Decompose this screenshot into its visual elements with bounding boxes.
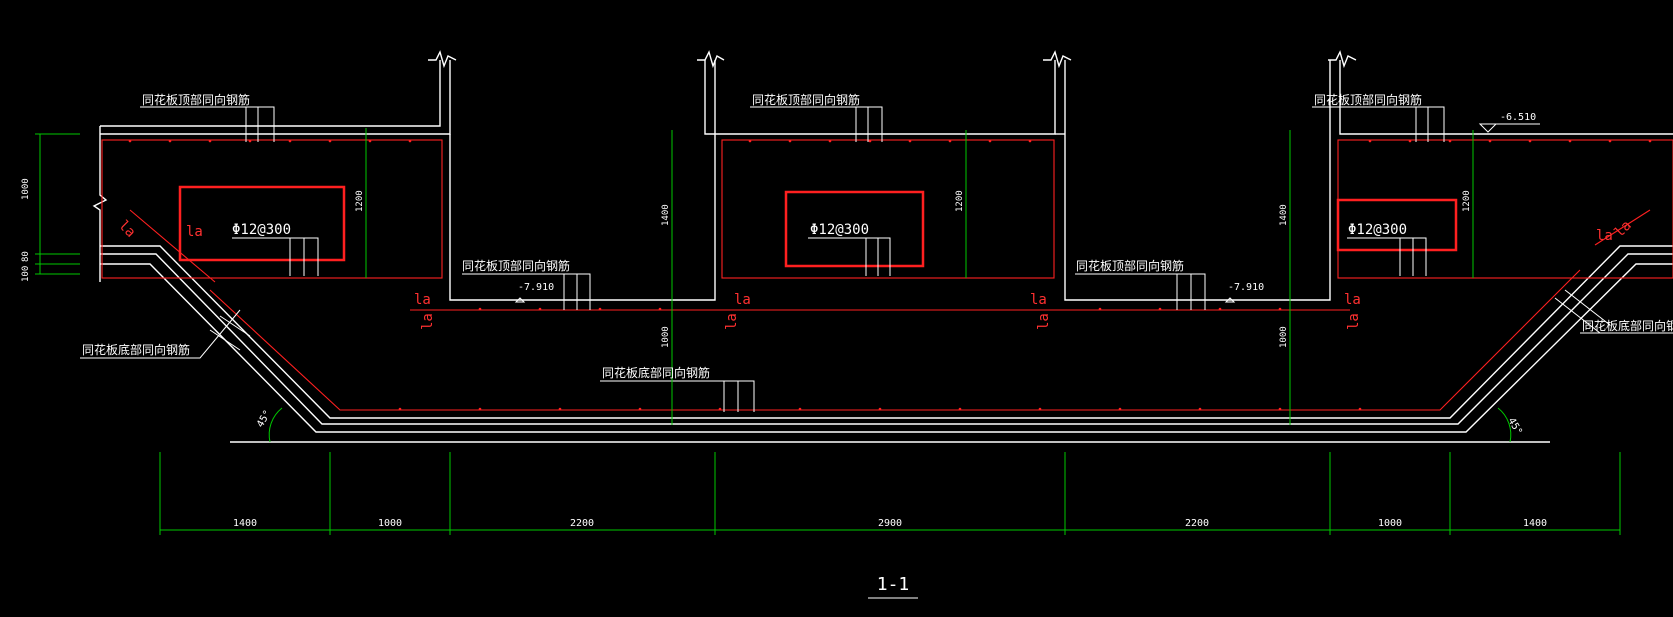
dim-1200-a: 1200 (355, 190, 365, 212)
leader-lines (80, 106, 1673, 412)
hdim-4: 2900 (878, 518, 902, 529)
anchorage-label: la (1030, 292, 1047, 308)
anchorage-label: la (1036, 313, 1052, 330)
rebar-label-mid: Φ12@300 (810, 222, 869, 238)
dim-1400-a: 1400 (661, 204, 671, 226)
rebar-lines (101, 139, 1673, 411)
dim-1400-b: 1400 (1279, 204, 1289, 226)
hdim-6: 1000 (1378, 518, 1402, 529)
note-mid-left: 同花板顶部同向钢筋 (462, 258, 570, 273)
anchorage-label: la (1596, 228, 1613, 244)
elevation-right: -7.910 (1228, 282, 1264, 293)
note-mid-right: 同花板顶部同向钢筋 (1076, 258, 1184, 273)
dim-1000-a: 1000 (661, 326, 671, 348)
dim-left-100: 100 (21, 266, 31, 282)
elevation-top-right: -6.510 (1500, 112, 1536, 123)
anchorage-label: la (1344, 292, 1361, 308)
note-top-mid: 同花板顶部同向钢筋 (752, 92, 860, 107)
annotations: 同花板顶部同向钢筋 同花板顶部同向钢筋 同花板顶部同向钢筋 同花板顶部同向钢筋 … (21, 92, 1673, 595)
hdim-1: 1400 (233, 518, 257, 529)
note-bottom-mid: 同花板底部同向钢筋 (602, 365, 710, 380)
anchorage-label: la (414, 292, 431, 308)
dim-left-1000: 1000 (21, 178, 31, 200)
dim-left-80: 80 (21, 251, 31, 262)
highlight-box-right (1336, 198, 1458, 252)
dim-1200-b: 1200 (955, 190, 965, 212)
anchorage-label: la (1612, 218, 1635, 241)
hdim-5: 2200 (1185, 518, 1209, 529)
highlight-boxes (178, 185, 1458, 268)
highlight-box-mid (784, 190, 925, 268)
angle-label-left: 45° (255, 408, 274, 429)
note-bottom-left: 同花板底部同向钢筋 (82, 342, 190, 357)
note-top-left: 同花板顶部同向钢筋 (142, 92, 250, 107)
anchorage-label: la (186, 224, 203, 240)
rebar-label-left: Φ12@300 (232, 222, 291, 238)
rebar-label-right: Φ12@300 (1348, 222, 1407, 238)
note-bottom-right: 同花板底部同向钢 (1582, 318, 1673, 333)
anchorage-label: la (724, 313, 740, 330)
hdim-2: 1000 (378, 518, 402, 529)
hdim-7: 1400 (1523, 518, 1547, 529)
hdim-3: 2200 (570, 518, 594, 529)
dim-1000-b: 1000 (1279, 326, 1289, 348)
section-title: 1-1 (877, 574, 910, 595)
highlight-box-left (178, 185, 346, 262)
anchorage-label: la (420, 313, 436, 330)
anchorage-label: la (734, 292, 751, 308)
anchorage-label: la (1346, 313, 1362, 330)
dim-1200-c: 1200 (1462, 190, 1472, 212)
dimension-lines (35, 128, 1621, 535)
note-top-right: 同花板顶部同向钢筋 (1314, 92, 1422, 107)
structure-outline (92, 50, 1673, 443)
angle-label-right: 45° (1505, 416, 1524, 437)
anchorage-label: la (115, 218, 138, 241)
angle-marks (268, 407, 1512, 443)
elevation-left: -7.910 (518, 282, 554, 293)
rebar-dots (128, 139, 1652, 411)
